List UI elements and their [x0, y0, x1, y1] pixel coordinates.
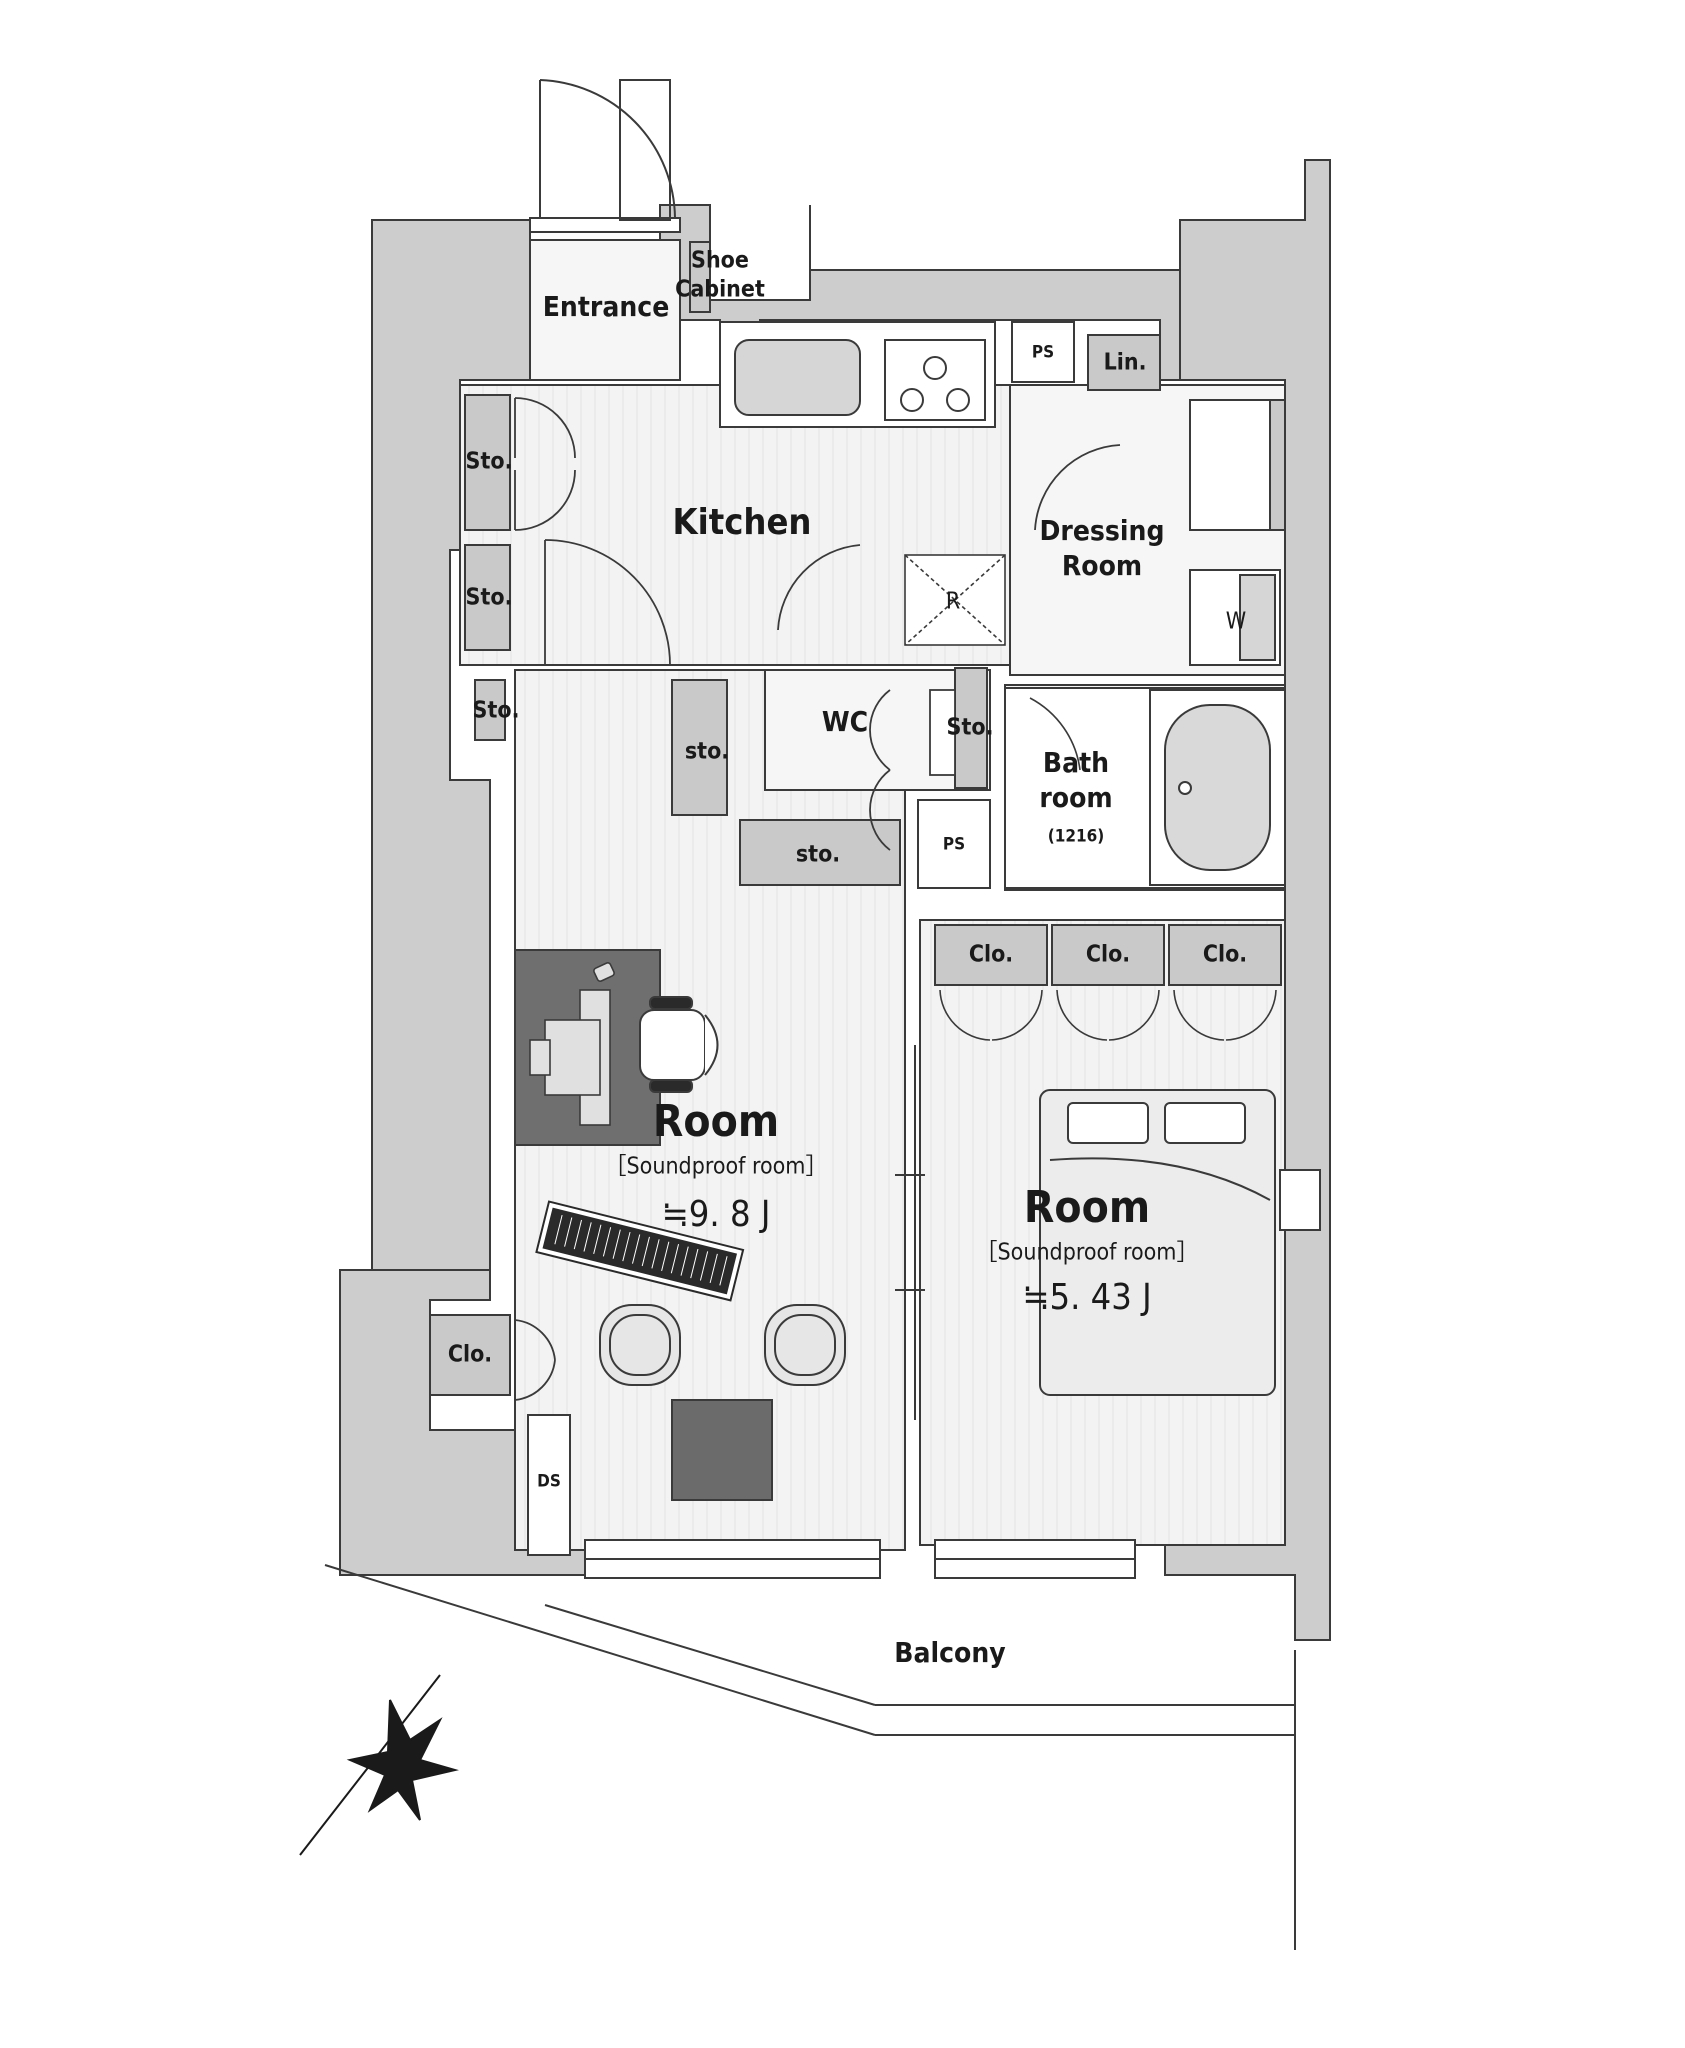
entrance-door — [529, 79, 681, 233]
clo-label-2: Clo. — [1085, 941, 1131, 968]
bath-size-label: (1216) — [1047, 826, 1105, 847]
closets — [934, 924, 1282, 986]
clo-label-3: Clo. — [1202, 941, 1248, 968]
kitchen-label: Kitchen — [672, 502, 812, 543]
sto-small-label-2: sto. — [795, 841, 841, 868]
ps-label-1: PS — [1031, 342, 1055, 363]
balcony-label: Balcony — [894, 1636, 1006, 1669]
wc-label: WC — [821, 705, 869, 738]
ds-label: DS — [537, 1471, 561, 1492]
lin-label: Lin. — [1103, 349, 1147, 376]
closet-doors — [939, 989, 1277, 1041]
bed-icon — [1039, 1089, 1276, 1396]
bathroom — [1004, 687, 1286, 889]
dressing-room-label: Dressing Room — [1039, 514, 1165, 582]
room-left-note: ［Soundproof room］ — [603, 1153, 829, 1180]
windows — [584, 1169, 1321, 1579]
bath-room-label: Bath room — [1039, 746, 1113, 814]
wc-fixtures — [869, 689, 956, 851]
sto-label-3: Sto. — [472, 697, 520, 724]
ps-label-2: PS — [942, 834, 966, 855]
compass-icon — [299, 1674, 459, 1856]
piano-icon — [535, 1200, 745, 1302]
sto-label-1: Sto. — [465, 448, 513, 475]
storage-doors — [514, 397, 576, 1401]
entrance-label: Entrance — [542, 290, 670, 323]
kitchen-doors — [544, 444, 1121, 666]
storage-blocks — [429, 241, 988, 1396]
desk-chair-icon — [639, 996, 719, 1093]
room-left-area: ≒9. 8 J — [661, 1194, 771, 1235]
stool-icon — [599, 1304, 846, 1386]
room-left-title: Room — [652, 1096, 780, 1147]
partition — [895, 930, 925, 1420]
balcony-rail — [324, 1564, 1296, 1950]
sto-label-2: Sto. — [465, 584, 513, 611]
refrigerator-label: R — [945, 588, 961, 615]
clo-label-4: Clo. — [447, 1341, 493, 1368]
kitchen-counter — [719, 321, 996, 428]
desk — [529, 962, 615, 1126]
table — [671, 1399, 773, 1501]
bathtub-icon — [1164, 704, 1271, 871]
dressing-fixtures — [1189, 399, 1286, 666]
room-right-title: Room — [1023, 1182, 1151, 1233]
sto-small-label-1: sto. — [684, 738, 730, 765]
room-right-note: ［Soundproof room］ — [974, 1239, 1200, 1266]
clo-label-1: Clo. — [968, 941, 1014, 968]
sto-label-wc: Sto. — [946, 714, 994, 741]
room-right-area: ≒5. 43 J — [1022, 1277, 1152, 1318]
shoe-cabinet-label: Shoe Cabinet — [675, 247, 765, 302]
sink-icon — [734, 339, 861, 416]
shafts — [527, 321, 1161, 1556]
refrigerator-icon — [904, 554, 1006, 646]
washer-label: W — [1225, 608, 1247, 635]
